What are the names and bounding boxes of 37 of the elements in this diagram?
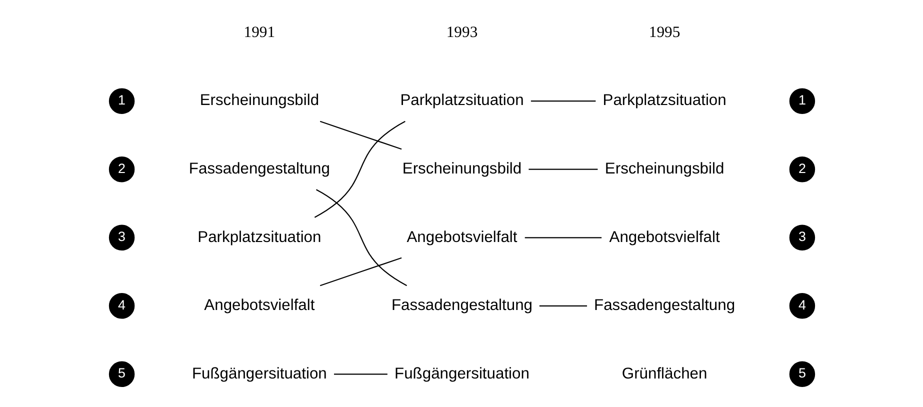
connector — [334, 374, 387, 375]
node-circle: 4 — [788, 293, 815, 319]
node-text: Fußgängersituation — [394, 365, 529, 382]
node-text: Fassadengestaltung — [188, 160, 330, 178]
connector — [319, 120, 402, 150]
node-text: Parkplatzsituation — [400, 92, 524, 110]
connector — [314, 120, 405, 218]
node-circle: 3 — [788, 224, 815, 250]
node-text: Angebotsvielfalt — [204, 297, 314, 314]
label: 1995 — [648, 24, 680, 41]
node-circle: 2 — [788, 156, 815, 182]
node-text: Fußgängersituation — [191, 365, 326, 382]
node-text: Erscheinungsbild — [604, 160, 724, 178]
node-text: Fassadengestaltung — [594, 297, 735, 314]
label: 1993 — [446, 24, 478, 41]
node-circle: 5 — [788, 361, 815, 388]
node-text: Erscheinungsbild — [402, 160, 522, 178]
node-text: Angebotsvielfalt — [608, 228, 720, 246]
node-text: Grünflächen — [621, 365, 707, 382]
connector — [538, 305, 587, 306]
node-circle: 1 — [788, 88, 815, 114]
connector — [528, 168, 598, 170]
node-text: Fassadengestaltung — [390, 297, 532, 314]
label: 1991 — [243, 24, 275, 41]
node-text: Angebotsvielfalt — [406, 228, 517, 246]
node-text: Parkplatzsituation — [197, 228, 321, 246]
node-circle: 3 — [108, 224, 134, 250]
node-circle: 5 — [108, 361, 134, 388]
node-text: Erscheinungsbild — [199, 92, 319, 110]
node-circle: 4 — [108, 293, 134, 319]
connector — [319, 257, 402, 286]
connector — [530, 100, 596, 102]
node-circle: 1 — [108, 88, 134, 114]
node-circle: 2 — [108, 156, 134, 182]
connector — [524, 237, 602, 238]
connector — [316, 189, 407, 286]
node-text: Parkplatzsituation — [602, 92, 726, 110]
